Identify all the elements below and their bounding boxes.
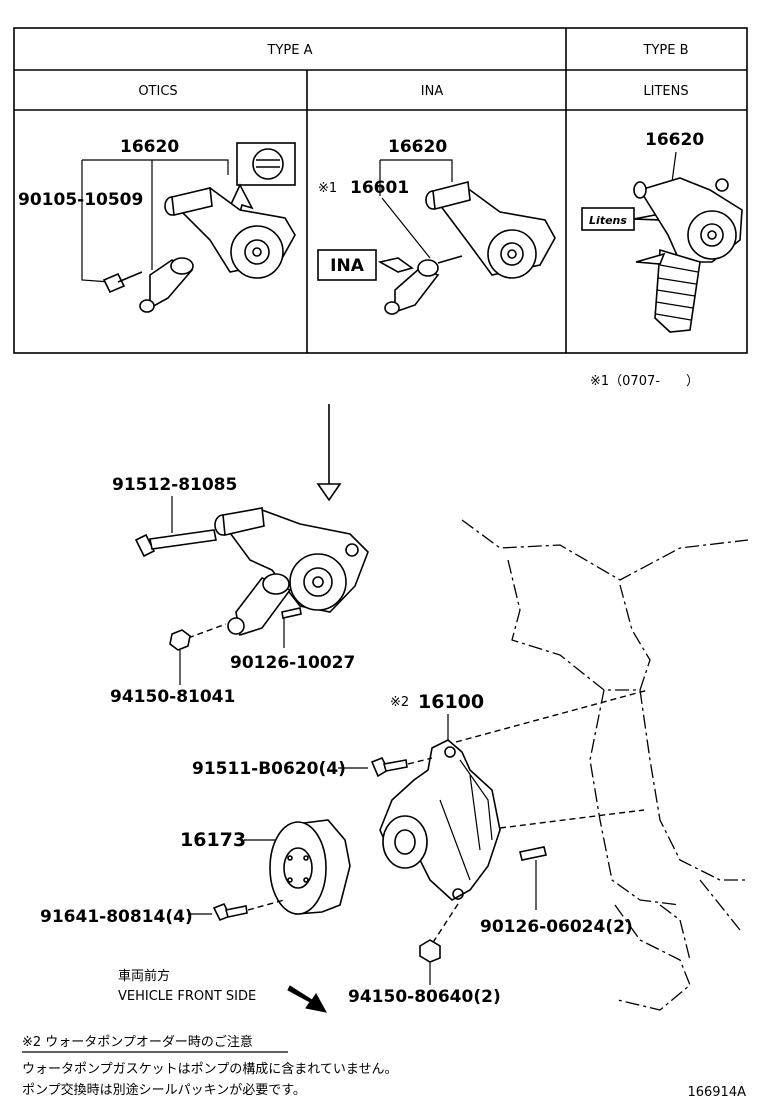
nut-tensioner-number: 94150-81041 bbox=[110, 687, 235, 707]
type-a-header: TYPE A bbox=[267, 43, 313, 58]
ina-header: INA bbox=[421, 84, 444, 99]
water-pump-number: 16100 bbox=[418, 691, 484, 713]
diagram-id: 166914A bbox=[687, 1085, 746, 1100]
ina-assembly-number: 16620 bbox=[388, 137, 447, 157]
pulley-assembly: 16173 91641-80814(4) bbox=[40, 819, 351, 927]
type-b-header: TYPE B bbox=[643, 43, 689, 58]
water-pump-assembly: ※2 16100 91511-B0620(4) 90126-06024(2) 9… bbox=[192, 689, 649, 1007]
litens-cell: 16620 Litens bbox=[581, 130, 743, 333]
engine-block-outline bbox=[461, 519, 749, 1011]
ina-cell: 16620 ※1 16601 INA bbox=[317, 137, 556, 315]
otics-cell: 16620 90105-10509 bbox=[18, 137, 296, 313]
bolt-long-number: 91512-81085 bbox=[112, 475, 237, 495]
notes-title: ※2 ウォータポンプオーダー時のご注意 bbox=[22, 1034, 253, 1050]
pump-stud-number: 90126-06024(2) bbox=[480, 917, 633, 937]
footnote-1: ※1（0707- ） bbox=[590, 374, 699, 389]
notes-line-2: ポンプ交換時は別途シールパッキンが必要です。 bbox=[22, 1082, 306, 1098]
pump-bolt-number: 91511-B0620(4) bbox=[192, 759, 346, 779]
pulley-number: 16173 bbox=[180, 829, 246, 851]
litens-assembly-number: 16620 bbox=[645, 130, 704, 150]
front-label-en: VEHICLE FRONT SIDE bbox=[118, 989, 256, 1004]
litens-logo: Litens bbox=[589, 214, 627, 227]
stud-tensioner-number: 90126-10027 bbox=[230, 653, 355, 673]
ina-label-box: INA bbox=[330, 256, 365, 276]
pulley-bolt-number: 91641-80814(4) bbox=[40, 907, 193, 927]
tensioner-assembly: 91512-81085 90126-10027 94150-81041 bbox=[110, 475, 369, 707]
litens-header: LITENS bbox=[643, 84, 688, 99]
down-arrow-icon bbox=[316, 404, 342, 502]
pump-nut-number: 94150-80640(2) bbox=[348, 987, 501, 1007]
notes-line-1: ウォータポンプガスケットはポンプの構成に含まれていません。 bbox=[22, 1061, 397, 1077]
type-table: TYPE A TYPE B OTICS INA LITENS bbox=[13, 27, 748, 354]
front-direction-arrow-icon bbox=[287, 985, 327, 1013]
vehicle-front-indicator: 車両前方 VEHICLE FRONT SIDE bbox=[118, 968, 327, 1013]
otics-bolt-number: 90105-10509 bbox=[18, 190, 143, 210]
front-label-jp: 車両前方 bbox=[118, 968, 170, 984]
otics-assembly-number: 16620 bbox=[120, 137, 179, 157]
water-pump-mark: ※2 bbox=[390, 695, 409, 710]
order-notes: ※2 ウォータポンプオーダー時のご注意 ウォータポンプガスケットはポンプの構成に… bbox=[22, 1034, 397, 1098]
otics-header: OTICS bbox=[138, 84, 177, 99]
ina-tensioner-mark: ※1 bbox=[318, 181, 337, 196]
